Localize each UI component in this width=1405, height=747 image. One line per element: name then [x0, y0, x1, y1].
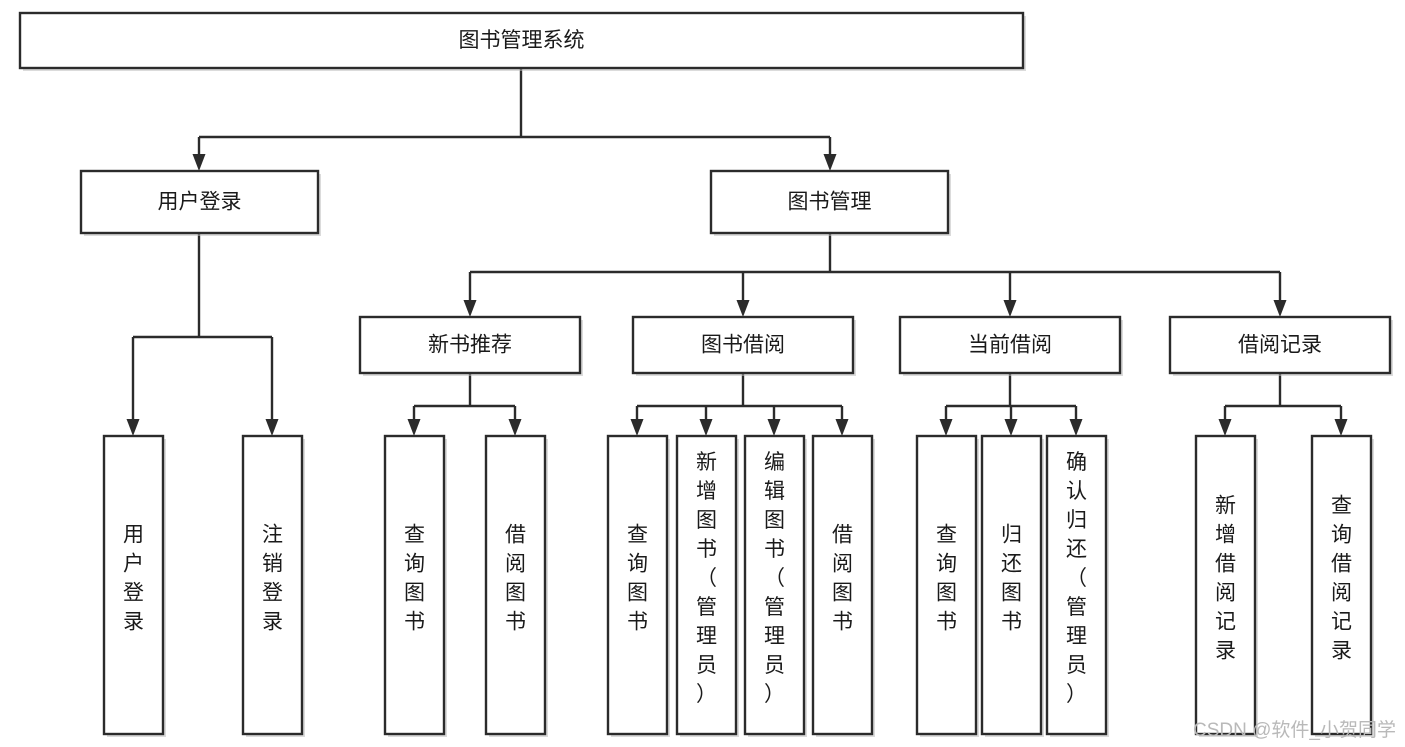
node-leaf-user-login[interactable]: 用户登录 [102, 434, 166, 737]
node-borrow-record[interactable]: 借阅记录 [1168, 315, 1393, 376]
node-leaf-borrow-book-1[interactable]: 借阅图书 [484, 434, 548, 737]
node-label: 查询图书 [936, 524, 957, 634]
node-label: 新书推荐 [428, 334, 512, 357]
node-label: 借阅图书 [505, 524, 526, 634]
node-rect[interactable] [631, 315, 855, 375]
node-rect[interactable] [79, 169, 320, 235]
node-rect[interactable] [18, 11, 1025, 70]
node-label: 图书管理系统 [459, 29, 585, 52]
connector-group [1218, 373, 1348, 436]
node-rect[interactable] [606, 434, 669, 736]
node-rect[interactable] [1194, 434, 1257, 736]
node-label: 注销登录 [262, 524, 283, 634]
node-label: 新增借阅记录 [1215, 495, 1236, 663]
node-leaf-logout[interactable]: 注销登录 [241, 434, 305, 737]
node-label: 新增图书（管理员） [696, 451, 717, 706]
node-leaf-query-book-1[interactable]: 查询图书 [383, 434, 447, 737]
node-label: 图书借阅 [701, 334, 785, 357]
node-rect[interactable] [484, 434, 547, 736]
node-leaf-edit-book[interactable]: 编辑图书（管理员） [743, 434, 807, 737]
node-label: 用户登录 [158, 191, 242, 214]
node-leaf-add-record[interactable]: 新增借阅记录 [1194, 434, 1258, 737]
node-leaf-query-book-2[interactable]: 查询图书 [606, 434, 670, 737]
node-new-book-rec[interactable]: 新书推荐 [358, 315, 583, 376]
node-layer: 图书管理系统用户登录图书管理新书推荐图书借阅当前借阅借阅记录用户登录注销登录查询… [18, 11, 1393, 737]
node-leaf-query-book-3[interactable]: 查询图书 [915, 434, 979, 737]
connector-group [126, 233, 279, 436]
node-label: 当前借阅 [968, 334, 1052, 357]
node-label: 确认归还（管理员） [1066, 451, 1087, 706]
node-book-manage[interactable]: 图书管理 [709, 169, 951, 236]
node-rect[interactable] [1168, 315, 1392, 375]
connector-group [463, 233, 1287, 317]
csdn-watermark: CSDN @软件_小贺同学 [1193, 719, 1396, 741]
node-user-login[interactable]: 用户登录 [79, 169, 321, 236]
node-rect[interactable] [358, 315, 582, 375]
node-label: 归还图书 [1001, 524, 1022, 634]
node-rect[interactable] [980, 434, 1043, 736]
connector-group [630, 373, 849, 436]
node-leaf-add-book[interactable]: 新增图书（管理员） [675, 434, 739, 737]
node-rect[interactable] [743, 434, 806, 736]
node-rect[interactable] [383, 434, 446, 736]
node-leaf-query-record[interactable]: 查询借阅记录 [1310, 434, 1374, 737]
node-leaf-confirm-return[interactable]: 确认归还（管理员） [1045, 434, 1109, 737]
node-leaf-return-book[interactable]: 归还图书 [980, 434, 1044, 737]
node-label: 查询图书 [404, 524, 425, 634]
node-label: 借阅图书 [832, 524, 853, 634]
node-current-borrow[interactable]: 当前借阅 [898, 315, 1123, 376]
node-rect[interactable] [898, 315, 1122, 375]
node-label: 查询借阅记录 [1331, 495, 1352, 663]
node-label: 借阅记录 [1238, 334, 1322, 357]
node-rect[interactable] [1045, 434, 1108, 736]
node-leaf-borrow-book-2[interactable]: 借阅图书 [811, 434, 875, 737]
node-root[interactable]: 图书管理系统 [18, 11, 1026, 71]
node-rect[interactable] [1310, 434, 1373, 736]
node-rect[interactable] [241, 434, 304, 736]
node-label: 编辑图书（管理员） [764, 451, 785, 706]
node-label: 查询图书 [627, 524, 648, 634]
connector-group [192, 68, 837, 171]
node-rect[interactable] [915, 434, 978, 736]
connector-group [939, 373, 1083, 436]
node-rect[interactable] [675, 434, 738, 736]
node-rect[interactable] [811, 434, 874, 736]
node-label: 图书管理 [788, 191, 872, 214]
node-label: 用户登录 [123, 524, 144, 634]
connector-layer [126, 68, 1348, 436]
connector-group [407, 373, 522, 436]
node-book-borrow[interactable]: 图书借阅 [631, 315, 856, 376]
node-rect[interactable] [709, 169, 950, 235]
node-rect[interactable] [102, 434, 165, 736]
